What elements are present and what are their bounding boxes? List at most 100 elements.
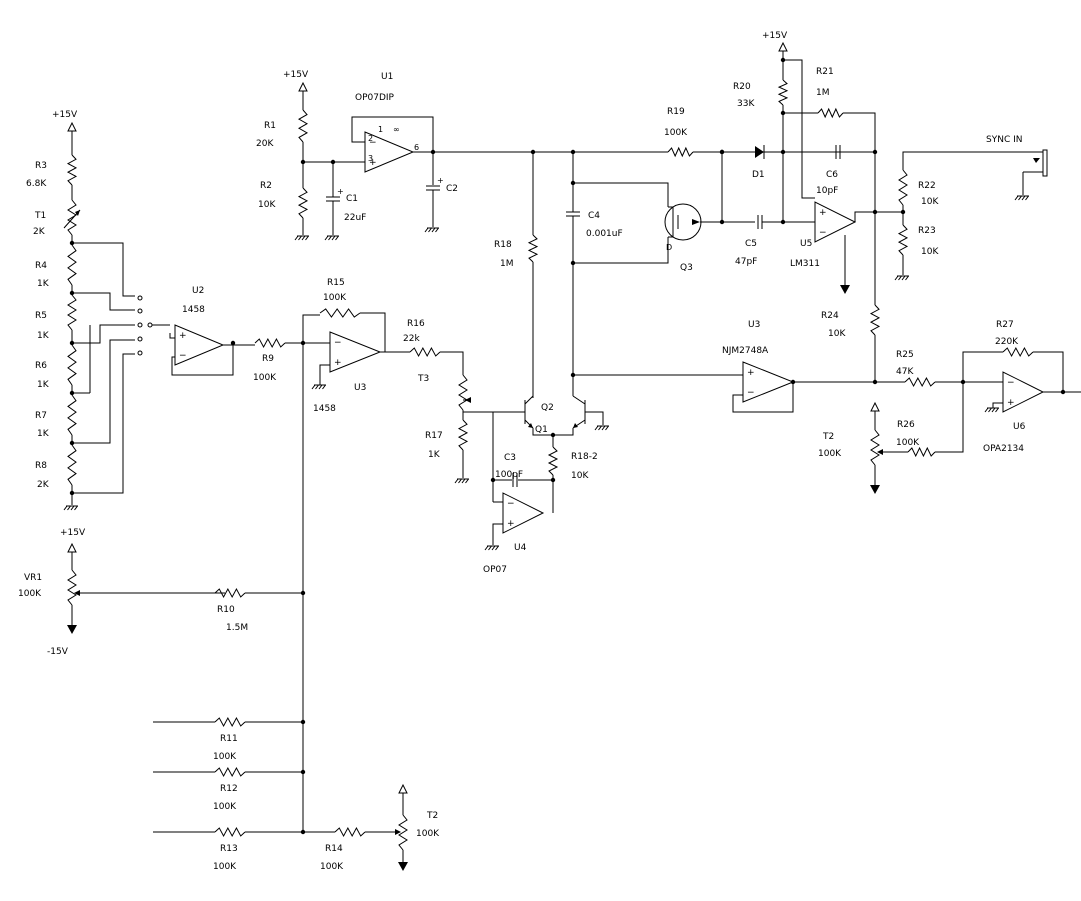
wire [72, 353, 135, 494]
wire [171, 345, 234, 376]
ground-hatch [454, 478, 459, 484]
label-d1-ref: D1 [752, 170, 765, 180]
opamp-input-sign: + [179, 331, 187, 341]
switch-contact [137, 308, 143, 314]
supply-arrow [870, 401, 880, 412]
label-r9-val: 100K [253, 373, 277, 383]
wire [573, 182, 669, 207]
ground-symbol [424, 227, 439, 233]
ground-hatch [318, 384, 323, 390]
label-r15-ref: R15 [327, 278, 345, 288]
resistor-zigzag [817, 107, 844, 119]
label-t1-ref: T1 [34, 211, 46, 221]
label-c6-ref: C6 [826, 170, 838, 180]
resistor-zigzag [297, 187, 309, 219]
wire [492, 523, 503, 545]
ground-hatch [605, 425, 609, 431]
wire [992, 402, 1003, 408]
pin-number: 2 [368, 134, 373, 143]
resistor-zigzag [67, 344, 77, 386]
opamp-input-sign: + [819, 208, 827, 218]
resistor-zigzag [214, 826, 246, 838]
label-r5-ref: R5 [35, 311, 47, 321]
label-r26-val: 100K [896, 438, 920, 448]
label-u5-ref: U5 [800, 239, 812, 249]
r21 [817, 107, 844, 119]
r26 [907, 446, 936, 458]
label-c5-ref: C5 [745, 239, 757, 249]
q3-gate-arrow [692, 219, 700, 225]
wire [72, 324, 135, 344]
r12 [214, 766, 246, 778]
resistor-zigzag [67, 294, 77, 331]
label-u3a-ref: U3 [354, 383, 366, 393]
resistor-zigzag [409, 346, 441, 358]
label-r8-ref: R8 [35, 461, 47, 471]
ground-hatch [428, 227, 432, 233]
label-r4-ref: R4 [35, 261, 47, 271]
label-vr1-val: 100K [18, 589, 42, 599]
r4 [67, 244, 77, 286]
label-vm15: -15V [47, 647, 69, 657]
pot-wiper-arrow [465, 397, 471, 403]
label-r24-val: 10K [828, 329, 846, 339]
opamp-input-sign: + [334, 358, 342, 368]
r14 [334, 826, 366, 838]
wire [440, 351, 464, 375]
ground-hatch [995, 407, 999, 413]
label-r15-val: 100K [323, 293, 347, 303]
ground-hatch [424, 227, 429, 233]
wire [573, 237, 669, 264]
label-r27-ref: R27 [996, 320, 1014, 330]
c2 [426, 185, 440, 191]
label-u4-ref: U4 [514, 543, 527, 553]
label-r18-val: 1M [500, 259, 514, 269]
supply-arrow [67, 121, 77, 132]
resistor-zigzag [1002, 346, 1034, 358]
label-vr1-ref: VR1 [24, 573, 42, 583]
wire [302, 314, 320, 343]
label-r24-ref: R24 [821, 311, 839, 321]
ground-hatch [322, 384, 326, 390]
pin-number: ∞ [393, 125, 400, 134]
r5 [67, 294, 77, 331]
wire [524, 395, 534, 405]
junction-dot [719, 219, 725, 225]
resistor-zigzag [319, 308, 361, 318]
label-r14-ref: R14 [325, 844, 343, 854]
ground-symbol [894, 275, 909, 281]
resistor-zigzag [67, 394, 77, 436]
wire [72, 292, 135, 311]
r10 [214, 587, 246, 599]
wire [902, 151, 1043, 162]
opamp-triangle [502, 492, 545, 534]
c5 [757, 215, 763, 229]
label-r27-val: 220K [995, 337, 1019, 347]
r20 [777, 79, 789, 106]
resistor-zigzag [777, 79, 789, 106]
label-r21-ref: R21 [816, 67, 834, 77]
wire [854, 211, 875, 222]
ground-hatch [1018, 195, 1022, 201]
resistor-zigzag [870, 429, 880, 466]
labels: R36.8KT12KR41KR51KR61KR71KR82KVR1100K-15… [18, 31, 1026, 872]
label-u2-val: 1458 [182, 305, 205, 315]
pot-wiper-arrow [74, 590, 80, 596]
label-r6-ref: R6 [35, 361, 47, 371]
opamp-input-sign: + [1007, 398, 1015, 408]
ground-hatch [905, 275, 909, 281]
opamp-triangle [1002, 371, 1045, 413]
r13 [214, 826, 246, 838]
label-r23-val: 10K [921, 247, 939, 257]
switch-common [147, 322, 153, 328]
u1-opamp: −+ [364, 131, 415, 173]
t2-upper [870, 429, 880, 466]
wire [732, 382, 794, 413]
opamp-input-sign: − [507, 499, 515, 509]
junction-dot [550, 477, 556, 483]
ground-hatch [67, 505, 71, 511]
label-u3b-val: NJM2748A [722, 346, 769, 356]
switch-contact [137, 295, 143, 301]
opamp-input-sign: − [819, 228, 827, 238]
label-r25-ref: R25 [896, 350, 914, 360]
